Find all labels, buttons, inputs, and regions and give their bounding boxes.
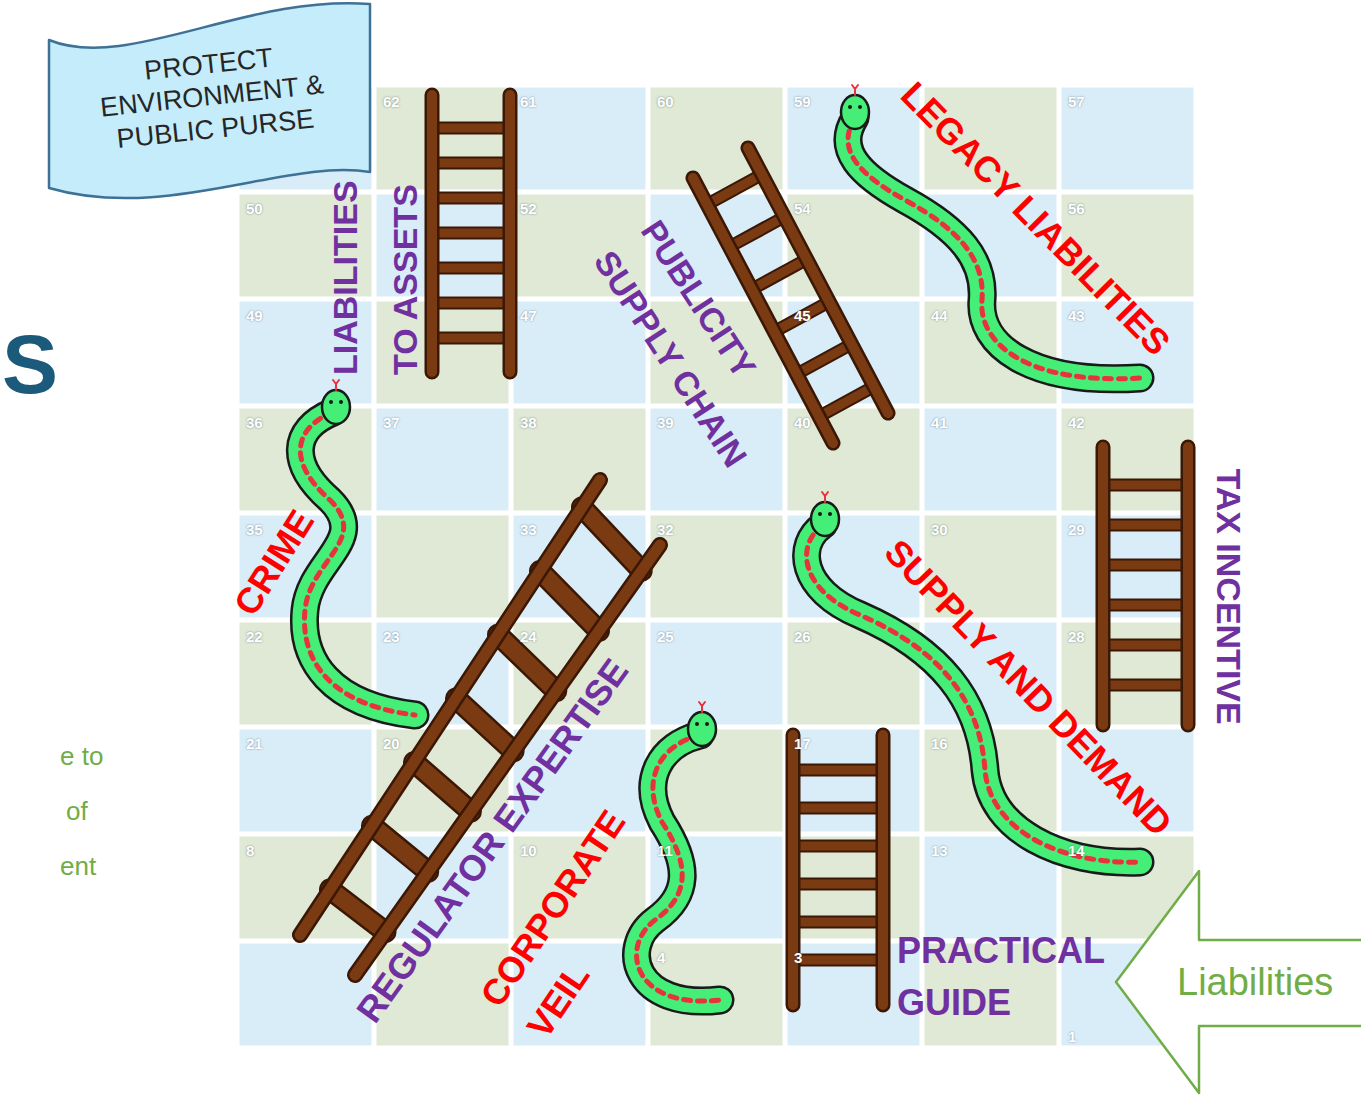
- shape-label: Liabilities: [1177, 961, 1333, 1005]
- cell-number: 54: [794, 200, 811, 217]
- cell-number: 45: [794, 307, 811, 324]
- cell-number: 40: [794, 414, 811, 431]
- cell-number: 42: [1068, 414, 1085, 431]
- cell-number: 36: [246, 414, 263, 431]
- snake: [841, 85, 1140, 379]
- cell-number: 37: [383, 414, 400, 431]
- cell-number: 39: [657, 414, 674, 431]
- body-text-fragment: e to: [60, 742, 103, 772]
- shape-path: [49, 3, 370, 198]
- body-text-fragment: ent: [60, 852, 96, 882]
- cell-number: 57: [1068, 93, 1085, 110]
- title-fragment: S: [2, 316, 58, 413]
- cell-number: 8: [246, 842, 254, 859]
- shape-path: [1116, 871, 1361, 1093]
- cell-number: 21: [246, 735, 263, 752]
- snake: [807, 492, 1140, 862]
- cell-number: 28: [1068, 628, 1085, 645]
- banner-scroll: PROTECT ENVIRONMENT & PUBLIC PURSE: [47, 0, 372, 210]
- cell-number: 49: [246, 307, 263, 324]
- cell-number: 44: [931, 307, 948, 324]
- cell-number: 50: [246, 200, 263, 217]
- cell-number: 22: [246, 628, 263, 645]
- cell-number: 16: [931, 735, 948, 752]
- snake: [300, 380, 415, 715]
- cell-number: 10: [520, 842, 537, 859]
- cell-number: 24: [520, 628, 537, 645]
- cell-number: 61: [520, 93, 537, 110]
- cell-number: 52: [520, 200, 537, 217]
- cell-number: 33: [520, 521, 537, 538]
- ladder: [432, 95, 510, 372]
- cell-number: 60: [657, 93, 674, 110]
- cell-number: 4: [657, 949, 665, 966]
- cell-number: 1: [1068, 1028, 1076, 1045]
- cell-number: 17: [794, 735, 811, 752]
- cell-number: 14: [1068, 842, 1085, 859]
- ladder: [793, 735, 883, 1005]
- cell-number: 30: [931, 521, 948, 538]
- ladder-label: LIABILITIES TO ASSETS: [315, 175, 435, 375]
- body-text-fragment: of: [66, 797, 88, 827]
- cell-number: 23: [383, 628, 400, 645]
- cell-number: 13: [931, 842, 948, 859]
- cell-number: 56: [1068, 200, 1085, 217]
- cell-number: 38: [520, 414, 537, 431]
- cell-number: 29: [1068, 521, 1085, 538]
- ladder-label: PRACTICAL GUIDE: [897, 925, 1112, 1029]
- cell-number: 41: [931, 414, 948, 431]
- cell-number: 32: [657, 521, 674, 538]
- cell-number: 62: [383, 93, 400, 110]
- cell-number: 3: [794, 949, 802, 966]
- cell-number: 35: [246, 521, 263, 538]
- cell-number: 59: [794, 93, 811, 110]
- cell-number: 26: [794, 628, 811, 645]
- cell-number: 25: [657, 628, 674, 645]
- ladder-label: TAX INCENTIVE: [1209, 468, 1248, 724]
- cell-number: 11: [657, 842, 673, 859]
- cell-number: 20: [383, 735, 400, 752]
- cell-number: 43: [1068, 307, 1085, 324]
- arrow-shape: Liabilities: [1113, 868, 1361, 1096]
- cell-number: 47: [520, 307, 537, 324]
- ladder: [1103, 447, 1188, 725]
- snake: [637, 702, 720, 1001]
